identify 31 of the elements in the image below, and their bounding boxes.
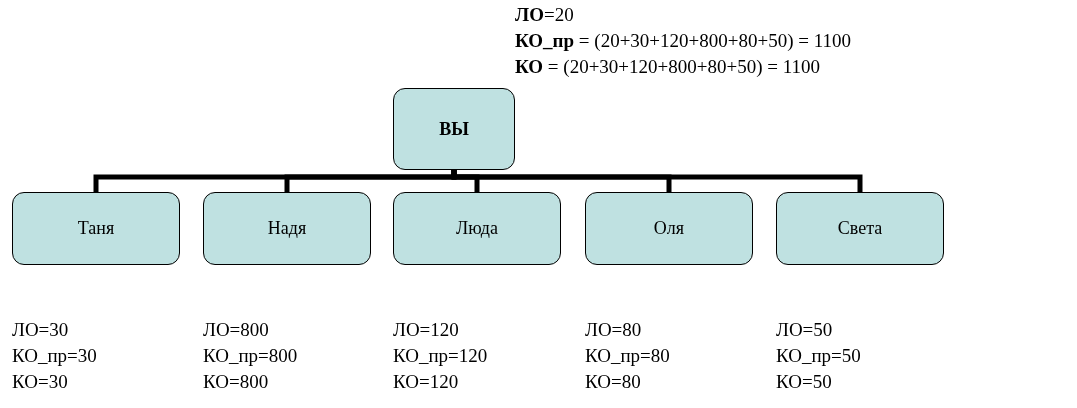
connector-line xyxy=(451,170,863,192)
metric-text: КО_пр=800 xyxy=(203,344,298,368)
metric-text: КО_пр=120 xyxy=(393,344,488,368)
person-name: Света xyxy=(837,217,883,240)
person-box xyxy=(585,192,753,265)
metric-text: КО=800 xyxy=(203,370,270,394)
person-box xyxy=(393,192,561,265)
metric-text: КО=120 xyxy=(393,370,460,394)
person-name: Надя xyxy=(267,217,307,240)
metric-text: ЛО=80 xyxy=(585,318,643,342)
person-box xyxy=(393,88,515,170)
metric-text: ЛО=800 xyxy=(203,318,270,342)
person-name: Оля xyxy=(653,217,685,240)
metric-text: КО=50 xyxy=(776,370,833,394)
metric-text: КО = (20+30+120+800+80+50) = 1100 xyxy=(515,55,822,79)
person-box xyxy=(203,192,371,265)
metric-text: КО=30 xyxy=(12,370,69,394)
person-name: Таня xyxy=(77,217,115,240)
metric-text: ЛО=50 xyxy=(776,318,834,342)
person-box xyxy=(12,192,180,265)
metric-text: КО_пр = (20+30+120+800+80+50) = 1100 xyxy=(515,29,852,53)
metric-text: ЛО=20 xyxy=(515,3,575,27)
metric-text: КО_пр=50 xyxy=(776,344,861,368)
metric-text: КО_пр=30 xyxy=(12,344,97,368)
metric-text: ЛО=30 xyxy=(12,318,70,342)
person-name: Люда xyxy=(456,217,498,240)
metric-text: ЛО=120 xyxy=(393,318,460,342)
metric-text: КО_пр=80 xyxy=(585,344,670,368)
person-name: ВЫ xyxy=(439,117,469,141)
person-box xyxy=(776,192,944,265)
metric-text: КО=80 xyxy=(585,370,642,394)
